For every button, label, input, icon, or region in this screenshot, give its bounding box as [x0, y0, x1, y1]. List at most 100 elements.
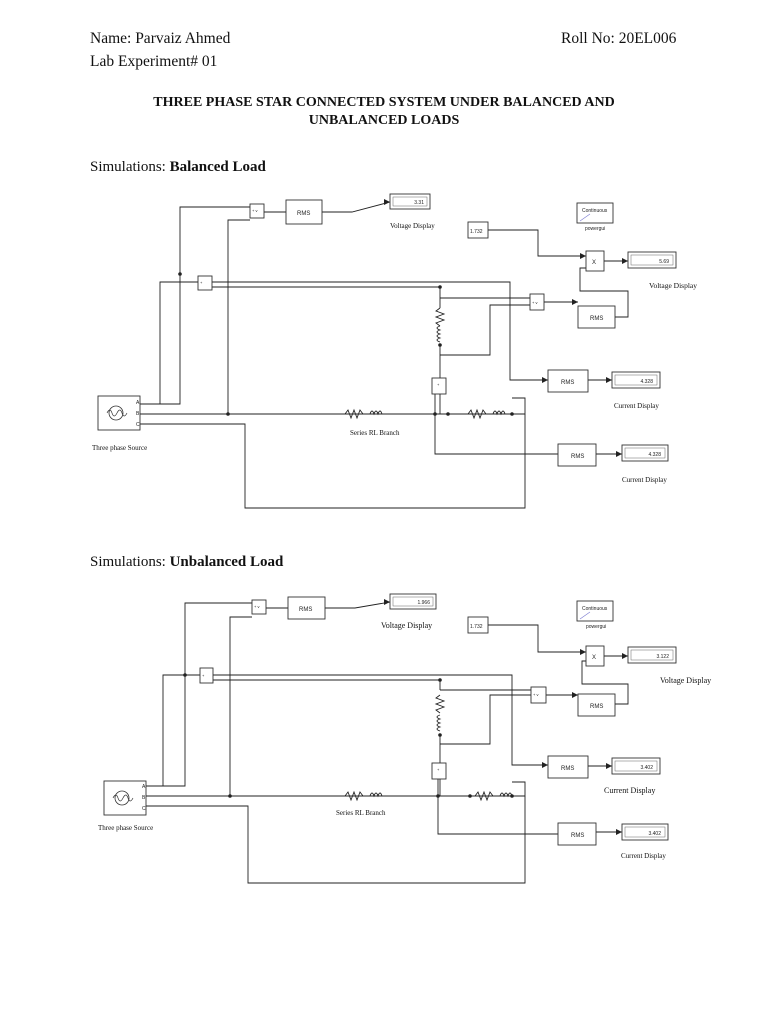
- roll-number: Roll No: 20EL006: [561, 30, 677, 47]
- series-rl-branch-1: Series RL Branch: [336, 790, 386, 817]
- constant-value: 1.732: [470, 624, 483, 630]
- current-display-2: 4.328 Current Display: [621, 444, 669, 484]
- voltage-display-1: 1.966 Voltage Display: [381, 593, 437, 630]
- section-prefix: Simulations:: [90, 159, 170, 175]
- display-label: Current Display: [604, 786, 655, 795]
- powergui-label: powergui: [586, 624, 606, 630]
- product-label: X: [592, 655, 596, 661]
- voltage-sensor-3: + v: [530, 686, 547, 704]
- display-label: Voltage Display: [660, 676, 711, 685]
- rms-label: RMS: [590, 704, 603, 710]
- rms-block-4: RMS: [557, 443, 597, 467]
- display-value: 3.402: [648, 831, 661, 837]
- constant-block: 1.732: [467, 221, 489, 239]
- source-label: Three phase Source: [98, 824, 153, 832]
- current-display-1: 3.402 Current Display: [604, 757, 661, 795]
- display-label: Voltage Display: [381, 621, 432, 630]
- svg-text:A: A: [142, 784, 146, 790]
- experiment-number: Lab Experiment# 01: [90, 53, 218, 70]
- powergui-block: Continuous powergui: [576, 202, 614, 232]
- current-sensor: +: [431, 762, 447, 780]
- display-label: Voltage Display: [390, 222, 435, 230]
- series-rl-branch-2: [474, 790, 513, 802]
- rms-label: RMS: [561, 766, 574, 772]
- student-name: Name: Parvaiz Ahmed: [90, 30, 231, 47]
- svg-text:+: +: [437, 767, 440, 772]
- rms-block-1: RMS: [285, 199, 323, 225]
- diagram-wires: [140, 199, 629, 509]
- rms-label: RMS: [571, 833, 584, 839]
- display-label: Current Display: [622, 476, 667, 484]
- branch-label: Series RL Branch: [336, 809, 386, 817]
- svg-text:+ v: + v: [533, 692, 538, 697]
- source-label: Three phase Source: [92, 444, 147, 452]
- svg-text:B: B: [142, 795, 146, 801]
- rms-block-2: RMS: [577, 693, 616, 717]
- svg-text:+: +: [200, 280, 203, 285]
- display-value: 3.31: [414, 200, 424, 206]
- powergui-label: powergui: [585, 226, 605, 232]
- section-title: Balanced Load: [169, 159, 266, 175]
- display-value: 4.328: [640, 379, 653, 385]
- rms-block-1: RMS: [287, 596, 326, 620]
- rms-block-4: RMS: [557, 822, 597, 846]
- display-value: 5.69: [659, 259, 669, 265]
- powergui-block: Continuous powergui: [576, 600, 614, 630]
- display-value: 3.402: [640, 765, 653, 771]
- series-rl-branch-vertical: [434, 694, 446, 732]
- document-title: THREE PHASE STAR CONNECTED SYSTEM UNDER …: [0, 94, 768, 130]
- display-label: Current Display: [621, 852, 666, 860]
- constant-block: 1.732: [467, 616, 489, 634]
- three-phase-source-block: A B C Three phase Source: [98, 780, 153, 832]
- title-line-2: UNBALANCED LOADS: [308, 113, 460, 128]
- series-rl-branch-1: Series RL Branch: [344, 408, 400, 437]
- voltage-display-1: 3.31 Voltage Display: [389, 193, 435, 230]
- product-label: X: [592, 260, 596, 266]
- svg-text:+ v: + v: [532, 300, 537, 305]
- display-value: 4.328: [648, 452, 661, 458]
- svg-text:A: A: [136, 400, 140, 406]
- current-display-1: 4.328 Current Display: [611, 371, 661, 410]
- svg-text:+ v: + v: [252, 208, 257, 213]
- rms-label: RMS: [590, 316, 603, 322]
- three-phase-source-block: A B C Three phase Source: [92, 395, 147, 452]
- series-rl-branch-vertical: [434, 307, 446, 343]
- line-voltage-display: 5.69 Voltage Display: [627, 251, 697, 290]
- line-voltage-display: 3.122 Voltage Display: [627, 646, 711, 685]
- svg-text:+ v: + v: [254, 604, 259, 609]
- svg-text:B: B: [136, 411, 140, 417]
- branch-label: Series RL Branch: [350, 429, 400, 437]
- junction-dots: [183, 673, 514, 798]
- rms-label: RMS: [561, 380, 574, 386]
- svg-text:C: C: [136, 422, 140, 428]
- voltage-sensor-3: + v: [529, 293, 545, 311]
- balanced-load-diagram: A B C Three phase Source Series RL Branc…: [92, 193, 697, 509]
- svg-text:+: +: [437, 382, 440, 387]
- rms-block-3: RMS: [547, 369, 589, 393]
- powergui-title: Continuous: [582, 208, 608, 214]
- voltage-sensor-1: + v: [251, 599, 267, 615]
- rms-label: RMS: [299, 607, 312, 613]
- voltage-sensor-2: +: [199, 667, 214, 684]
- title-line-1: THREE PHASE STAR CONNECTED SYSTEM UNDER …: [153, 95, 615, 110]
- section-prefix: Simulations:: [90, 554, 170, 570]
- rms-block-3: RMS: [547, 755, 589, 779]
- svg-text:+: +: [202, 673, 205, 678]
- product-block: X: [585, 250, 605, 272]
- series-rl-branch-2: [467, 408, 506, 420]
- current-display-2: 3.402 Current Display: [621, 823, 669, 860]
- display-value: 3.122: [656, 654, 669, 660]
- display-label: Current Display: [614, 402, 659, 410]
- svg-text:C: C: [142, 806, 146, 812]
- rms-label: RMS: [571, 454, 584, 460]
- voltage-sensor-2: +: [197, 275, 213, 291]
- display-value: 1.966: [417, 600, 430, 606]
- junction-dots: [178, 272, 514, 416]
- unbalanced-load-diagram: A B C Three phase Source Series RL Branc…: [98, 593, 711, 884]
- powergui-title: Continuous: [582, 606, 608, 612]
- display-label: Voltage Display: [649, 281, 697, 290]
- section-title: Unbalanced Load: [169, 554, 284, 570]
- diagram-wires: [146, 599, 629, 884]
- constant-value: 1.732: [470, 229, 483, 235]
- product-block: X: [585, 645, 605, 667]
